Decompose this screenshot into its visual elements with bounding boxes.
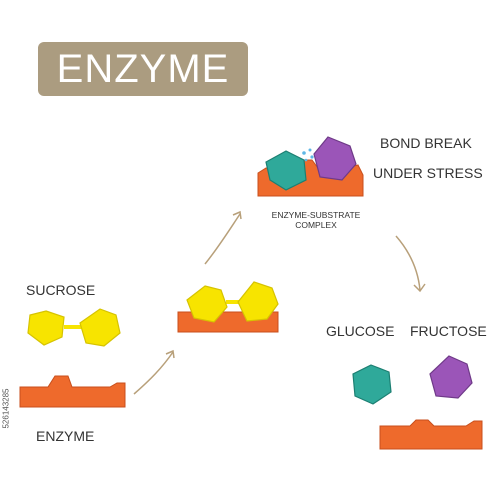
- under-stress-label: UNDER STRESS: [373, 165, 483, 181]
- enzyme-label: ENZYME: [36, 428, 95, 444]
- bound-glucose-ring: [186, 285, 228, 323]
- bond-break-label: BOND BREAK: [380, 135, 472, 151]
- bound-fructose-ring: [237, 281, 279, 322]
- arrow-1: [133, 351, 174, 395]
- fructose-ring-sucrose: [79, 308, 121, 347]
- stress-sparks: [302, 148, 314, 162]
- glucose-ring-sucrose: [27, 310, 65, 346]
- complex-label: ENZYME-SUBSTRATE COMPLEX: [262, 210, 370, 230]
- complex-label-line2: COMPLEX: [295, 220, 337, 230]
- fructose-label: FRUCTOSE: [410, 323, 487, 339]
- arrow-3-head: [413, 283, 426, 293]
- arrow-1-head: [165, 349, 175, 359]
- title-badge: ENZYME: [38, 42, 248, 96]
- page-title: ENZYME: [56, 46, 230, 91]
- complex-fructose: [313, 136, 357, 181]
- sucrose-molecule: [27, 308, 121, 347]
- enzyme-shape-1: [19, 375, 126, 408]
- complex-label-line1: ENZYME-SUBSTRATE: [271, 210, 361, 220]
- fructose-product: [429, 355, 473, 399]
- sucrose-label: SUCROSE: [26, 282, 96, 298]
- glucose-product: [352, 364, 392, 405]
- arrow-3: [395, 235, 421, 291]
- arrow-2-head: [232, 210, 242, 220]
- glucose-label: GLUCOSE: [326, 323, 395, 339]
- enzyme-shape-4: [379, 419, 483, 450]
- stock-id: 526143285: [1, 388, 11, 429]
- complex-glucose: [265, 150, 307, 191]
- arrow-2: [204, 213, 241, 265]
